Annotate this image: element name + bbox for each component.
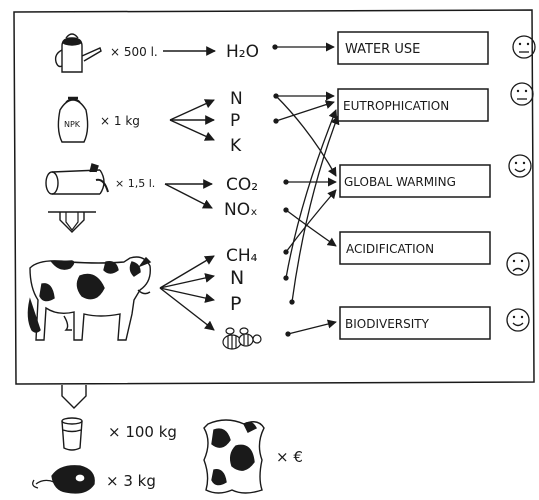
impact-box-biodiversity: BIODIVERSITY bbox=[339, 306, 491, 340]
fuel-qty: × 1,5 l. bbox=[115, 177, 155, 190]
watering-can-icon bbox=[54, 33, 102, 73]
impact-label-eutrophication: EUTROPHICATION bbox=[343, 99, 449, 113]
down-arrow-to-cow bbox=[48, 211, 96, 233]
cowhide-icon bbox=[203, 419, 265, 494]
water-qty: × 500 l. bbox=[110, 45, 158, 59]
emission-k-fert: K bbox=[230, 136, 242, 156]
emission-nox: NOₓ bbox=[224, 200, 258, 220]
smiley-acidification-icon bbox=[506, 252, 530, 276]
emission-p-fert: P bbox=[230, 111, 240, 131]
meat-icon bbox=[32, 465, 95, 494]
emission-co2: CO₂ bbox=[226, 175, 258, 195]
meat-qty: × 3 kg bbox=[106, 472, 156, 490]
smiley-biodiversity-icon bbox=[506, 308, 530, 332]
impact-label-acidification: ACIDIFICATION bbox=[346, 242, 434, 256]
fertilizer-label: NPK bbox=[64, 120, 81, 129]
arrows-cow bbox=[159, 255, 215, 331]
system-boundary bbox=[13, 9, 535, 385]
impact-links bbox=[272, 42, 340, 337]
impact-box-global-warming: GLOBAL WARMING bbox=[339, 164, 491, 198]
cow-icon bbox=[27, 256, 152, 341]
milk-glass-icon bbox=[61, 417, 83, 451]
impact-box-water-use: WATER USE bbox=[337, 31, 489, 65]
fuel-canister-icon bbox=[45, 163, 109, 195]
impact-label-biodiversity: BIODIVERSITY bbox=[345, 317, 430, 331]
arrows-fuel bbox=[164, 179, 213, 209]
impact-label-water-use: WATER USE bbox=[345, 42, 420, 57]
impact-box-eutrophication: EUTROPHICATION bbox=[337, 88, 489, 122]
smiley-global-warming-icon bbox=[508, 154, 532, 178]
emission-n-fert: N bbox=[230, 89, 243, 109]
impact-box-acidification: ACIDIFICATION bbox=[339, 231, 491, 265]
impact-label-global-warming: GLOBAL WARMING bbox=[344, 175, 456, 189]
emission-ch4: CH₄ bbox=[226, 246, 258, 266]
arrows-fertilizer bbox=[169, 99, 215, 141]
emission-h2o: H₂O bbox=[226, 42, 259, 62]
bees-icon bbox=[222, 327, 262, 350]
emission-p-cow: P bbox=[230, 293, 241, 315]
emission-n-cow: N bbox=[230, 267, 244, 289]
fertilizer-qty: × 1 kg bbox=[100, 114, 140, 128]
smiley-water-use-icon bbox=[512, 35, 536, 59]
impact-smileys bbox=[506, 35, 536, 332]
smiley-eutrophication-icon bbox=[510, 82, 534, 106]
down-arrow-to-products bbox=[61, 385, 87, 409]
hide-value: × € bbox=[276, 448, 303, 466]
milk-qty: × 100 kg bbox=[108, 423, 177, 441]
fertilizer-bag-icon bbox=[57, 96, 89, 143]
